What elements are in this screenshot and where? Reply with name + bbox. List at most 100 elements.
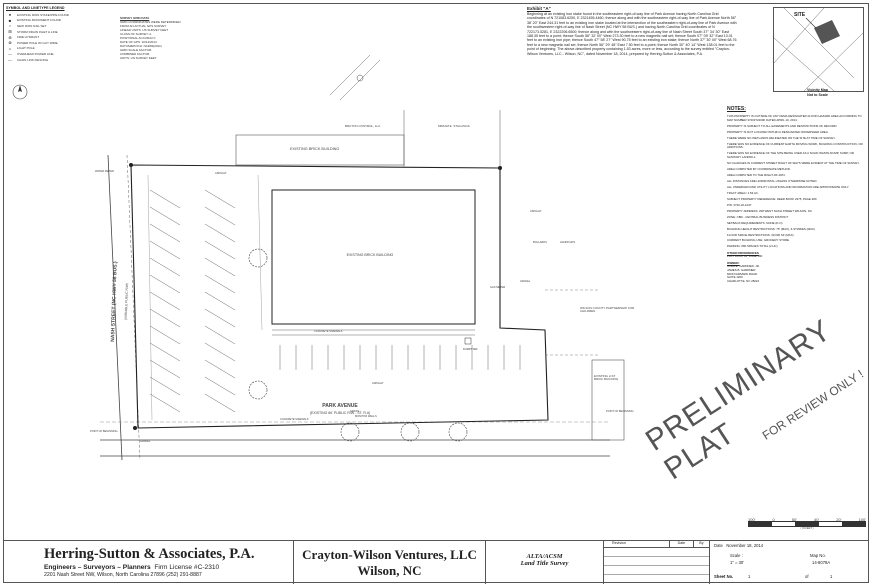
firm-name: Herring-Sutton & Associates, P.A. — [44, 546, 255, 562]
parking-stripe — [204, 189, 236, 209]
scale-tick-label: 100' — [858, 517, 866, 522]
parking-stripe — [149, 308, 181, 328]
notes-panel: NOTES: THIS PROPERTY IS OUTSIDE OF ANY F… — [727, 106, 864, 286]
tree-icon — [340, 422, 360, 442]
parking-stripe — [204, 376, 236, 396]
parking-stripe — [204, 308, 236, 328]
note-item: PROPERTY IS SUBJECT TO ALL EASEMENTS AND… — [727, 123, 838, 128]
park-avenue-sub: (EXISTING 66' PUBLIC R/W - ST. R-6) — [309, 411, 371, 415]
revision-header: Revision — [604, 541, 670, 547]
scale-tick-label: 0 — [772, 517, 775, 522]
legend-row: ○NEW IRON NAIL SET — [6, 23, 106, 29]
bollards-label: BOLLARDS — [533, 241, 547, 244]
parking-stripe — [149, 240, 181, 260]
legend-symbol-icon: — — [8, 51, 12, 57]
scale-tick-label: 100' — [748, 517, 756, 522]
firm-license: Firm License #C-2310 — [154, 564, 220, 571]
map-value: 14-8078A — [812, 560, 831, 565]
firm-address: 2201 Nash Street NW, Wilson, North Carol… — [44, 572, 202, 578]
survey-data-line: CLASS OF SURVEY: A — [120, 32, 152, 36]
main-building-outline — [271, 189, 476, 325]
parking-stripe — [149, 223, 181, 243]
parking-stripe — [149, 325, 181, 345]
north-arrow-icon — [12, 84, 28, 100]
note-item: ALL UNDERGROUND UTILITY LOCATIONS AND IN… — [727, 184, 850, 189]
legend-symbol-icon: ⊕ — [8, 34, 12, 40]
parking-stripe — [204, 257, 236, 277]
legend: SYMBOL AND LINETYPE LEGEND ●EXISTING IRO… — [6, 6, 106, 62]
exhibit-title: Exhibit "A" — [527, 6, 551, 11]
sheet-label: Sheet No. — [714, 574, 734, 579]
note-item: FLOOR SPACE RESTRICTIONS: 30,000 SF (MAX… — [727, 232, 794, 237]
sidewalk-label: CONCRETE SIDEWALK — [314, 330, 343, 333]
monitor-wells-label: MONITOR WELLS — [355, 415, 377, 418]
parking-stripe — [149, 257, 181, 277]
date-value: November 18, 2014 — [726, 543, 764, 548]
legend-row: ☼LIGHT POLE — [6, 46, 106, 52]
legend-label: STORM DRAIN INLET & LINE — [17, 29, 58, 34]
note-item: PARKING: 080 SPACES TOTAL (2 HC) — [727, 244, 778, 249]
iron-stake-icon — [498, 166, 502, 170]
note-item: TRACT AREA= 1.53 AC. — [727, 190, 759, 195]
vicinity-title: Vicinity Map — [807, 88, 828, 92]
parking-stripe — [204, 274, 236, 294]
of-value: 1 — [830, 574, 833, 579]
project-location: Wilson, NC — [357, 563, 422, 578]
asphalt-label: ASPHALT — [215, 172, 227, 175]
project-block: Crayton-Wilson Ventures, LLC Wilson, NC — [294, 541, 486, 584]
note-item: THERE WAS NO EVIDENCE OF CURRENT EARTH M… — [727, 141, 863, 150]
note-item: SETBACK REQUIREMENTS: NONE (D.O) — [727, 220, 783, 225]
exhibit-a: Exhibit "A" Beginning at an existing iro… — [527, 6, 737, 56]
owner-line: SUITE 1200 — [727, 275, 743, 280]
vicinity-map-drawing — [773, 7, 864, 92]
nash-street-row-east — [126, 154, 141, 461]
survey-data-line: COMBINED FACTOR: — [120, 52, 150, 56]
vicinity-map: SITE — [773, 7, 864, 92]
scale-tick-label: 20' — [836, 517, 842, 522]
legend-label: FIRE HYDRANT — [17, 35, 40, 40]
park-avenue-label: PARK AVENUE — [322, 403, 358, 409]
vicinity-label: Vicinity Map Not to Scale — [773, 88, 862, 97]
legend-symbol-icon: ⊗ — [8, 40, 12, 46]
survey-data-line: GRID COORDINATES WERE DETERMINED FROM AN… — [120, 20, 181, 28]
parking-stripes-south — [279, 345, 521, 370]
scale-tick-label: 50' — [791, 517, 797, 522]
gravel-label: GRAVEL — [520, 280, 531, 283]
sidewalk-label: CONCRETE SIDEWALK — [280, 418, 309, 421]
legend-label: NEW IRON NAIL SET — [17, 23, 47, 28]
asphalt-label: ASPHALT — [372, 382, 384, 385]
legend-symbol-icon: ■ — [8, 17, 12, 23]
legend-label: EXISTING IRON STAKE/PIPE FOUND — [17, 12, 69, 17]
site-label: SITE — [794, 12, 806, 18]
grass-label: GRASS — [350, 410, 360, 413]
notes-title: NOTES: — [727, 106, 746, 112]
legend-row: ⊞ STORM DRAIN INLET & LINE — [6, 29, 106, 35]
legend-label: OVERHEAD POWER LINE — [17, 51, 54, 56]
date-label: Date — [714, 543, 723, 548]
survey-type-block: ALTA/ACSM Land Title Survey — [486, 541, 604, 584]
note-item: AREA COMPUTED BY COORDINATE METHOD. — [727, 166, 791, 171]
title-block: Herring-Sutton & Associates, P.A. Engine… — [4, 540, 868, 584]
iron-stake-icon — [133, 426, 137, 430]
scale-text-label: Scale : — [730, 553, 743, 558]
legend-label: EXISTING MONUMENT FOUND — [17, 18, 61, 23]
handicaps-label: HANDICAPS — [560, 241, 576, 244]
owner-line: JAMES B. GARDNER — [727, 268, 756, 273]
survey-data-line: UNITS: US SURVEY FEET — [120, 56, 157, 60]
east-building-outline — [591, 359, 625, 441]
owner-line: 6000 FAIRVIEW ROAD — [727, 271, 758, 276]
bruton-label: BRUTON CONTROL, LLC — [345, 124, 381, 128]
parking-stripe — [149, 393, 181, 413]
scale-label: ( IN FEET ) — [800, 527, 814, 531]
site-marker — [814, 20, 840, 44]
parking-stripe — [204, 291, 236, 311]
survey-type-1: ALTA/ACSM — [526, 553, 563, 560]
note-item: THIS PROPERTY IS OUTSIDE OF ANY FEMA DES… — [727, 114, 862, 122]
parking-stripe — [204, 240, 236, 260]
dumpster-label: DUMPSTER — [463, 348, 478, 351]
legend-symbol-icon: ⊞ — [8, 29, 12, 35]
east-building-label: EXISTING 2-ST BRICK BUILDING — [594, 374, 619, 382]
note-item: PIN: 3720-22-1037 — [727, 202, 752, 207]
iron-stake-icon — [129, 163, 133, 167]
